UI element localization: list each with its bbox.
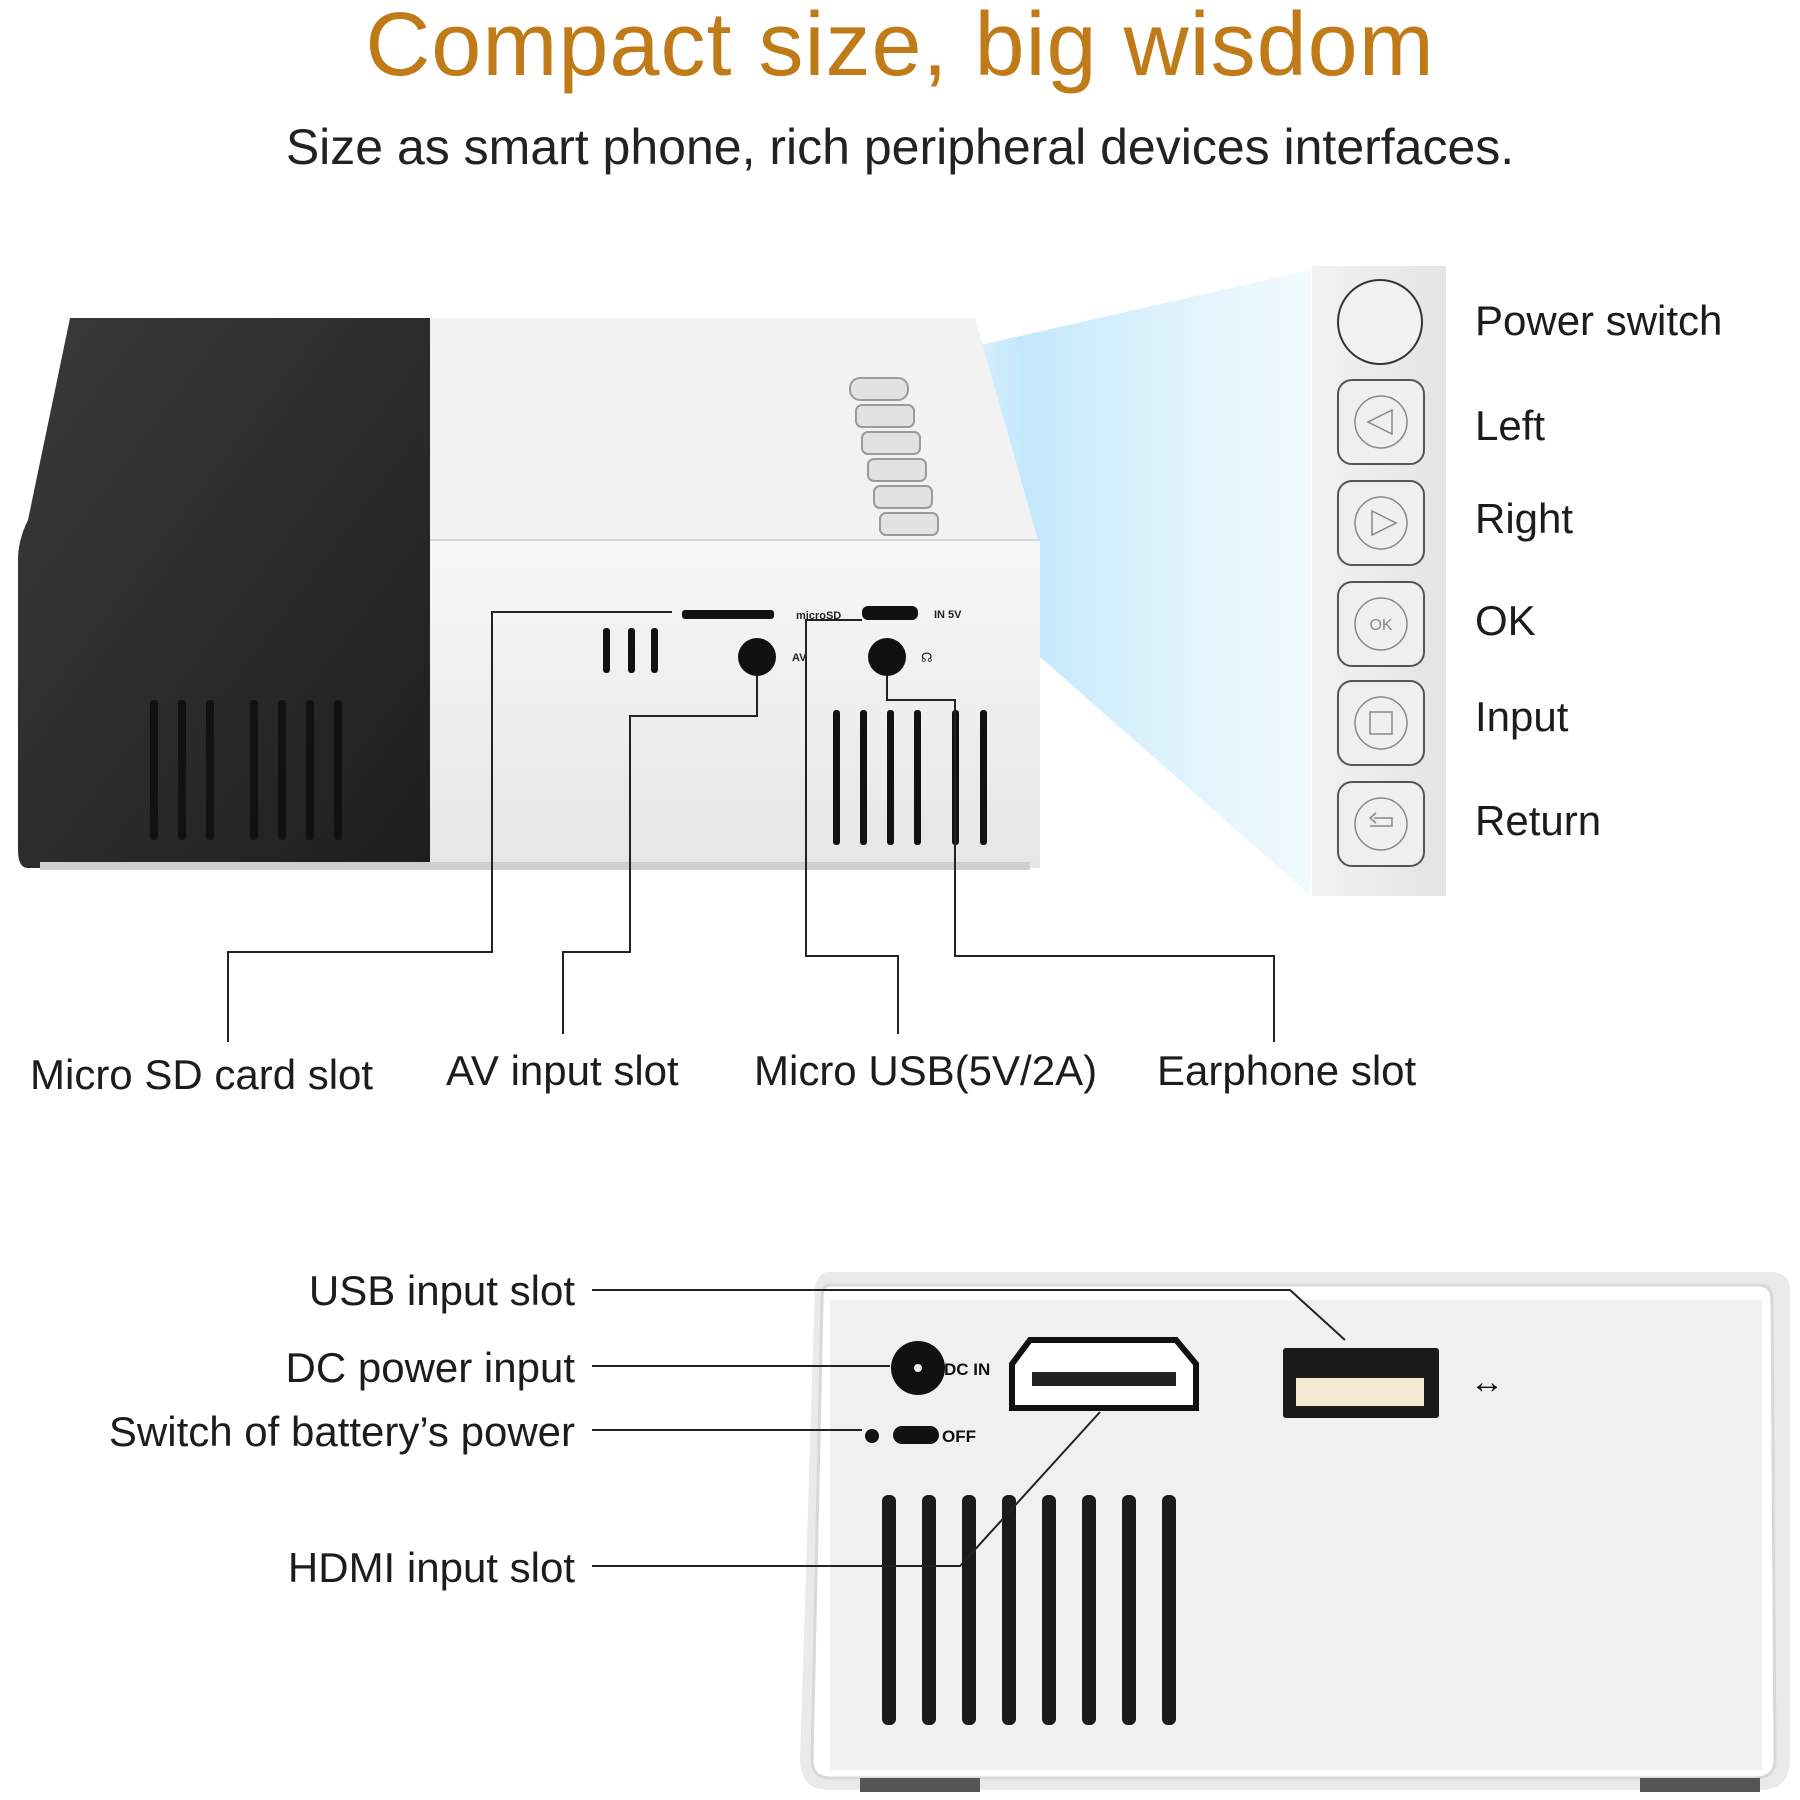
dc-in-marking: DC IN <box>944 1360 990 1379</box>
left-button <box>1337 379 1425 465</box>
label-right: Right <box>1475 495 1574 542</box>
label-usb-input-slot: USB input slot <box>308 1267 575 1314</box>
off-marking: OFF <box>942 1427 976 1446</box>
page-subtitle: Size as smart phone, rich peripheral dev… <box>285 119 1515 175</box>
projector-rear-view: DC IN OFF ↔ <box>592 1272 1790 1792</box>
label-av-input-slot: AV input slot <box>446 1047 679 1094</box>
usb-symbol-icon: ↔ <box>1470 1363 1504 1401</box>
projector-top <box>430 318 1038 540</box>
label-earphone-slot: Earphone slot <box>1157 1047 1417 1094</box>
header: Compact size, big wisdom <box>0 0 1800 90</box>
av-marking: AV <box>792 652 807 664</box>
label-left: Left <box>1475 402 1546 449</box>
projector-side-face <box>430 540 1040 868</box>
power-button <box>1337 279 1423 365</box>
label-hdmi-input-slot: HDMI input slot <box>287 1544 575 1591</box>
side-leader-lines <box>227 611 1275 1042</box>
headphone-icon: ☊ <box>921 650 933 665</box>
label-micro-usb: Micro USB(5V/2A) <box>754 1047 1098 1094</box>
ok-button <box>1337 581 1425 667</box>
triangle-left-icon <box>1366 408 1393 436</box>
battery-switch <box>893 1426 939 1444</box>
input-icon <box>1369 711 1393 735</box>
label-battery-switch: Switch of battery’s power <box>108 1408 575 1455</box>
micro-usb-port <box>862 606 918 620</box>
rear-leader-lines <box>592 1289 1346 1567</box>
label-return: Return <box>1475 797 1602 844</box>
label-ok: OK <box>1475 597 1536 644</box>
label-dc-power-input: DC power input <box>285 1344 575 1391</box>
earphone-jack <box>868 638 906 676</box>
return-icon <box>1368 812 1393 827</box>
input-button <box>1337 680 1425 766</box>
ok-icon: OK <box>1369 617 1392 634</box>
label-power-switch: Power switch <box>1475 297 1723 344</box>
page-title: Compact size, big wisdom <box>365 0 1435 95</box>
triangle-right-icon <box>1371 509 1398 537</box>
av-jack <box>738 638 776 676</box>
return-button <box>1337 781 1425 867</box>
microsd-slot <box>682 610 774 619</box>
label-micro-sd-slot: Micro SD card slot <box>30 1051 374 1098</box>
label-input: Input <box>1475 693 1569 740</box>
right-button <box>1337 480 1425 566</box>
projector-side-view: microSD IN 5V AV ☊ <box>18 270 1310 1042</box>
top-buttons <box>849 377 939 536</box>
projector-dark-shell <box>18 318 430 868</box>
in5v-marking: IN 5V <box>934 609 962 621</box>
control-panel: OK <box>1312 266 1446 896</box>
